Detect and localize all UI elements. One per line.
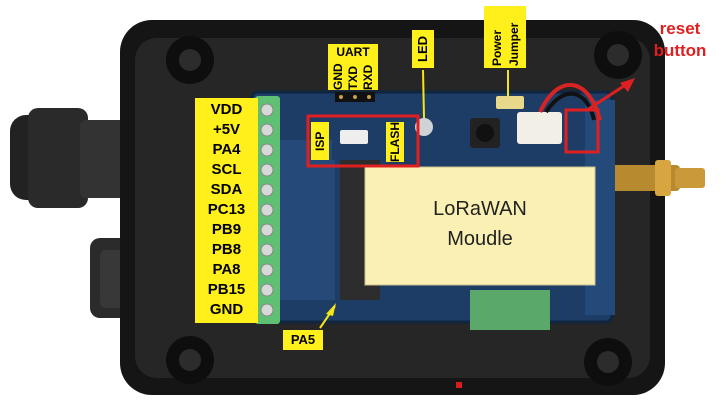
isp-flash-switch (332, 122, 377, 160)
isp-label: ISP (311, 122, 329, 160)
reset-arrowhead-icon (620, 78, 635, 92)
pin-label-pc13: PC13 (207, 201, 246, 218)
pin-label-pa8: PA8 (212, 261, 241, 278)
uart-txd-label: TXD (346, 66, 360, 90)
pin-label-5v: +5V (212, 121, 241, 138)
reset-label-line2: button (653, 41, 707, 60)
pin-label-pb9: PB9 (211, 221, 242, 238)
pin-label-pb8: PB8 (211, 241, 242, 258)
pin-label-sda: SDA (210, 181, 243, 198)
pin-label-scl: SCL (211, 161, 242, 178)
led-pointer-line (422, 69, 425, 119)
uart-pin-panel (328, 60, 378, 90)
reset-button-label: reset button (640, 18, 720, 62)
pa5-label: PA5 (283, 330, 323, 350)
pin-label-panel (195, 98, 258, 323)
module-text-line1: LoRaWAN (433, 198, 527, 220)
reset-highlight (564, 108, 600, 154)
reset-arrow (586, 80, 631, 112)
power-jumper-label-line1: Power (490, 29, 504, 66)
isp-flash-highlight (306, 114, 420, 168)
power-jumper-label (484, 6, 526, 68)
antenna-connector (610, 160, 705, 196)
module-text: LoRaWAN Moudle (365, 194, 595, 254)
uart-header (335, 92, 375, 102)
cable-gland-top (10, 108, 130, 208)
uart-title: UART (328, 44, 378, 60)
battery-connector (517, 82, 602, 144)
pin-label-vdd: VDD (210, 101, 243, 118)
pin-label-pb15: PB15 (207, 281, 246, 298)
pin-label-pa4: PA4 (212, 141, 241, 158)
pa5-arrowhead-icon (326, 303, 336, 316)
pin-label-gnd: GND (209, 301, 244, 318)
reset-switch (470, 118, 500, 148)
lorawan-module (364, 166, 596, 286)
reset-label-line1: reset (659, 19, 701, 38)
uart-rxd-label: RXD (361, 64, 375, 90)
uart-gnd-label: GND (331, 63, 345, 90)
flash-label: FLASH (386, 122, 404, 162)
power-jumper-label-line2: Jumper (507, 22, 521, 66)
module-text-line2: Moudle (447, 228, 513, 250)
led-label: LED (412, 30, 434, 68)
power-jumper (496, 96, 524, 109)
terminal-block (255, 96, 280, 324)
red-marker (456, 382, 462, 388)
